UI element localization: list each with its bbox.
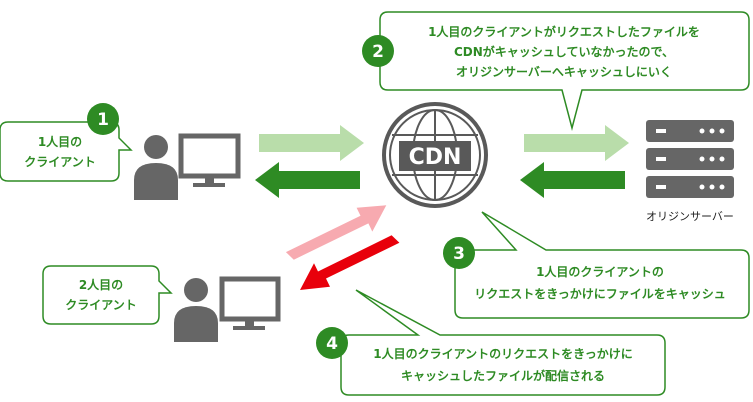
delivery-arrow-cdn-to-client2 xyxy=(300,235,400,290)
step-3-text-line-1: 1人目のクライアントの xyxy=(536,264,664,279)
step-1-number: 1 xyxy=(97,110,109,130)
step-2-badge: 2 xyxy=(362,35,394,67)
client-1-label-box: 1人目の クライアント xyxy=(0,121,133,182)
step-3-number: 3 xyxy=(453,244,465,264)
step-4-text-line-1: 1人目のクライアントのリクエストをきっかけに xyxy=(373,346,632,361)
request-arrow-client2-to-cdn xyxy=(285,205,387,260)
client-2-label-line-2: クライアント xyxy=(65,298,137,312)
cdn-label: CDN xyxy=(409,145,462,170)
step-3-text-line-2: リクエストをきっかけにファイルをキャッシュ xyxy=(474,287,726,301)
step-4-badge: 4 xyxy=(316,327,348,359)
step-4-callout: 1人目のクライアントのリクエストをきっかけに キャッシュしたファイルが配信される xyxy=(340,289,666,396)
origin-server-label: オリジンサーバー xyxy=(646,210,734,223)
client-2-icon xyxy=(174,276,281,342)
client-2-label-box: 2人目の クライアント xyxy=(42,265,173,325)
client-1-label-line-1: 1人目の xyxy=(38,134,82,149)
request-arrow-client-to-cdn xyxy=(259,125,364,161)
step-4-number: 4 xyxy=(326,334,338,354)
cdn-globe-icon: CDN xyxy=(382,102,488,208)
client-2-label-line-1: 2人目の xyxy=(79,277,123,292)
client-1-icon xyxy=(134,133,241,200)
step-1-badge: 1 xyxy=(87,103,119,135)
response-arrow-origin-to-cdn xyxy=(520,162,625,198)
origin-server-icon xyxy=(646,120,734,198)
response-arrow-cdn-to-client xyxy=(255,162,360,198)
step-3-badge: 3 xyxy=(443,237,475,269)
step-4-text-line-2: キャッシュしたファイルが配信される xyxy=(401,368,605,383)
client-1-label-line-2: クライアント xyxy=(24,155,96,169)
request-arrow-cdn-to-origin xyxy=(524,125,629,161)
step-2-text-line-3: オリジンサーバーへキャッシュしにいく xyxy=(456,65,672,79)
step-3-callout: 1人目のクライアントの リクエストをきっかけにファイルをキャッシュ xyxy=(454,211,750,319)
step-2-text-line-2: CDNがキャッシュしていなかったので、 xyxy=(454,44,674,59)
step-2-number: 2 xyxy=(372,42,384,62)
step-2-callout: 1人目のクライアントがリクエストしたファイルを CDNがキャッシュしていなかった… xyxy=(379,11,750,131)
step-2-text-line-1: 1人目のクライアントがリクエストしたファイルを xyxy=(428,24,700,39)
